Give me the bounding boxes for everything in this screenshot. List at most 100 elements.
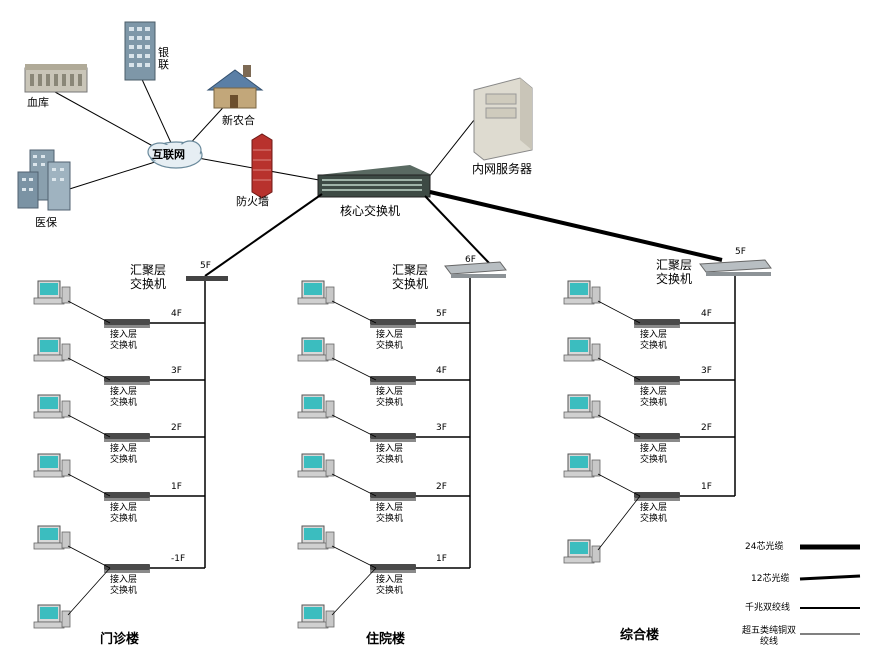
floor-label: 2F: [701, 423, 712, 433]
building-2-network: [297, 261, 507, 629]
access-switch-icon: [370, 564, 416, 573]
building-name: 综合楼: [620, 628, 660, 643]
access-switch-icon: [370, 492, 416, 501]
access-switch-icon: [634, 433, 680, 442]
floor-label: 3F: [436, 423, 447, 433]
computer-icon: [563, 453, 601, 478]
computer-icon: [563, 337, 601, 362]
pc-link: [331, 473, 377, 497]
pc-link: [597, 357, 641, 381]
access-switch-icon: [104, 433, 150, 442]
floor-label: -1F: [171, 554, 186, 564]
firewall-icon: [251, 133, 273, 199]
access-switch-icon: [104, 564, 150, 573]
building-3-network: [563, 259, 772, 564]
access-switch-label: 接入层 交换机: [376, 444, 404, 465]
access-switch-icon: [634, 376, 680, 385]
firewall-label: 防火墙: [236, 195, 269, 208]
pc-link: [67, 567, 111, 616]
pc-link: [597, 495, 641, 551]
access-switch-label: 接入层 交换机: [640, 503, 668, 524]
floor-label: 3F: [171, 366, 182, 376]
legend-label-1: 24芯光缆: [745, 542, 784, 552]
pc-link: [331, 414, 377, 438]
bloodbank-building-icon: [24, 64, 88, 93]
computer-icon: [297, 604, 335, 629]
core-switch-icon: [317, 165, 432, 198]
pc-link: [67, 545, 111, 569]
access-switch-icon: [370, 319, 416, 328]
computer-icon: [297, 394, 335, 419]
floor-label: 3F: [701, 366, 712, 376]
access-switch-label: 接入层 交换机: [110, 503, 138, 524]
agg-floor-label: 5F: [735, 247, 746, 257]
access-switch-label: 接入层 交换机: [640, 387, 668, 408]
agg-floor-label: 5F: [200, 261, 211, 271]
yibao-building-icon: [17, 149, 71, 211]
agg-switch-3-icon: [699, 259, 772, 276]
building-name: 住院楼: [366, 632, 406, 647]
floor-label: 1F: [701, 482, 712, 492]
access-switch-icon: [104, 319, 150, 328]
floor-label: 2F: [436, 482, 447, 492]
access-switch-label: 接入层 交换机: [376, 330, 404, 351]
house-icon: [206, 65, 264, 109]
access-switch-icon: [104, 376, 150, 385]
computer-icon: [297, 453, 335, 478]
computer-icon: [33, 453, 71, 478]
computer-icon: [33, 604, 71, 629]
agg-switch-label: 汇聚层 交换机: [130, 263, 167, 291]
floor-label: 5F: [436, 309, 447, 319]
agg-switch-2-icon: [444, 261, 507, 278]
internet-cloud-icon: [147, 140, 203, 169]
computer-icon: [297, 525, 335, 550]
access-switch-icon: [370, 376, 416, 385]
bank-building-icon: [124, 21, 156, 81]
legend-label-4: 超五类纯铜双绞线: [742, 626, 797, 647]
agg-floor-label: 6F: [465, 255, 476, 265]
backbone-links: [204, 190, 723, 277]
floor-label: 4F: [436, 366, 447, 376]
computer-icon: [33, 280, 71, 305]
access-switch-label: 接入层 交换机: [110, 575, 138, 596]
access-switch-label: 接入层 交换机: [376, 575, 404, 596]
bank-label: 银联: [158, 46, 169, 71]
agg-switch-1-icon: [186, 276, 228, 281]
agg-switch-label: 汇聚层 交换机: [392, 263, 429, 291]
pc-link: [331, 357, 377, 381]
server-icon: [473, 77, 533, 161]
yibao-label: 医保: [35, 216, 57, 229]
pc-link: [67, 473, 111, 497]
core-switch-label: 核心交换机: [340, 204, 401, 218]
access-switch-label: 接入层 交换机: [376, 503, 404, 524]
pc-link: [597, 300, 641, 324]
access-switch-label: 接入层 交换机: [376, 387, 404, 408]
floor-label: 2F: [171, 423, 182, 433]
floor-label: 4F: [171, 309, 182, 319]
legend-label-2: 12芯光缆: [751, 574, 790, 584]
building-1-network: [33, 276, 228, 629]
floor-label: 4F: [701, 309, 712, 319]
pc-link: [331, 567, 377, 616]
pc-link: [331, 545, 377, 569]
nongcun-label: 新农合: [222, 114, 255, 127]
floor-label: 1F: [171, 482, 182, 492]
access-switch-icon: [370, 433, 416, 442]
server-label: 内网服务器: [472, 162, 533, 176]
access-switch-label: 接入层 交换机: [640, 330, 668, 351]
pc-link: [67, 300, 111, 324]
agg-switch-label: 汇聚层 交换机: [656, 258, 693, 286]
access-switch-label: 接入层 交换机: [110, 387, 138, 408]
computer-icon: [33, 394, 71, 419]
computer-icon: [563, 280, 601, 305]
access-switch-label: 接入层 交换机: [110, 444, 138, 465]
floor-label: 1F: [436, 554, 447, 564]
internet-label: 互联网: [152, 148, 185, 161]
pc-link: [597, 414, 641, 438]
computer-icon: [33, 337, 71, 362]
computer-icon: [563, 394, 601, 419]
access-switch-icon: [104, 492, 150, 501]
access-switch-icon: [634, 492, 680, 501]
computer-icon: [297, 280, 335, 305]
